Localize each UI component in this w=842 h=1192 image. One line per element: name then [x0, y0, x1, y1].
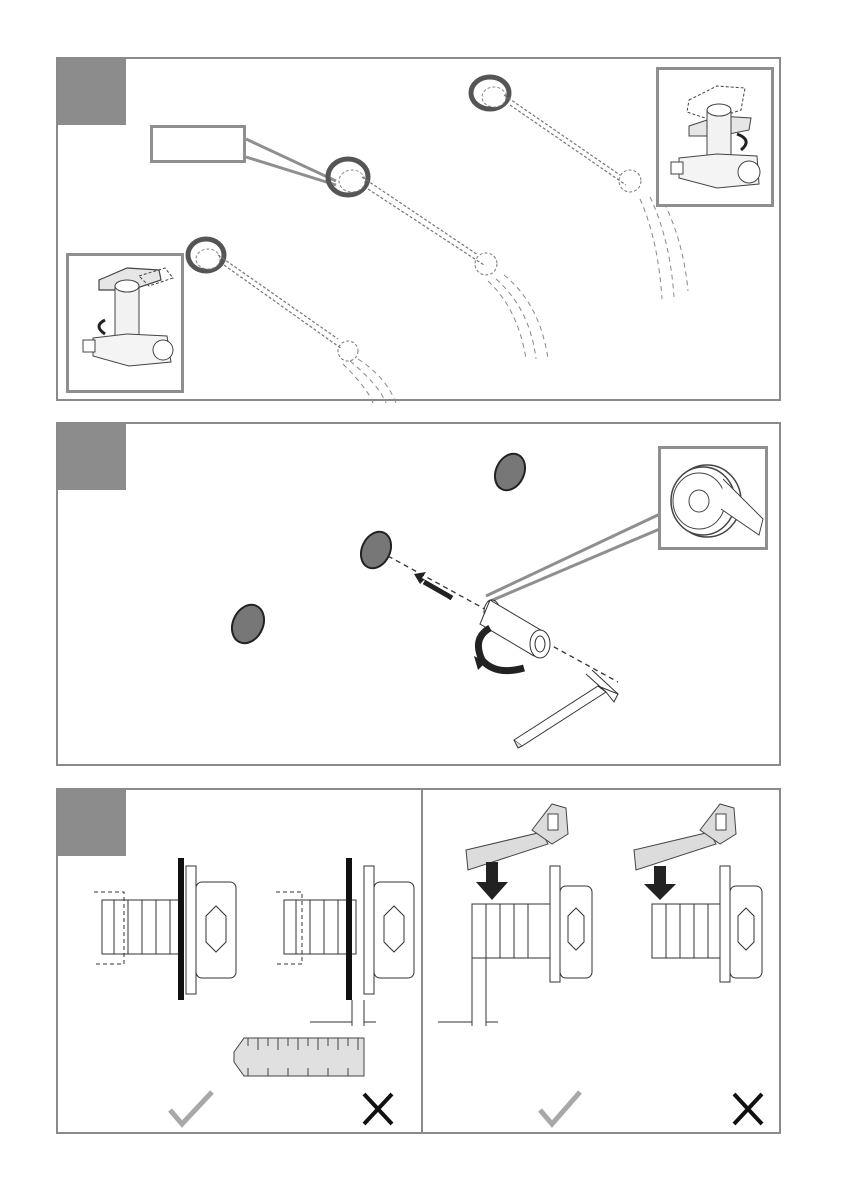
wall-opening-1	[489, 449, 530, 495]
fitting-incorrect-depth	[276, 858, 414, 1026]
ruler-icon	[234, 1038, 364, 1076]
fitting-incorrect-cut	[652, 866, 762, 982]
ptfe-tape-icon	[661, 449, 771, 553]
hex-key-icon	[514, 670, 618, 748]
hacksaw-icon	[466, 804, 568, 870]
step-2-panel	[56, 422, 781, 766]
wall-opening-3	[226, 600, 270, 649]
cut-arrow	[476, 862, 508, 900]
hacksaw-icon	[634, 804, 736, 870]
wall-opening-2	[355, 527, 396, 573]
fitting-correct-cut	[438, 866, 592, 1026]
cross-icon	[734, 1094, 762, 1124]
fitting-correct-depth	[94, 858, 236, 1000]
pipe-assembly-left	[188, 239, 396, 403]
valve-callout-right	[656, 67, 774, 207]
ball-valve-icon	[659, 70, 777, 210]
valve-callout-left	[66, 253, 184, 393]
cross-icon	[364, 1094, 392, 1124]
check-icon	[540, 1092, 580, 1124]
step-3-panel	[56, 788, 781, 1134]
check-icon	[170, 1092, 212, 1124]
cut-arrow	[644, 866, 676, 900]
step-1-panel	[56, 57, 781, 401]
ball-valve-icon	[69, 256, 187, 396]
pipe-assembly-middle	[328, 159, 548, 359]
ptfe-tape-callout	[658, 446, 768, 550]
extension-fitting	[474, 600, 550, 671]
step-3-illustration	[58, 790, 783, 1136]
